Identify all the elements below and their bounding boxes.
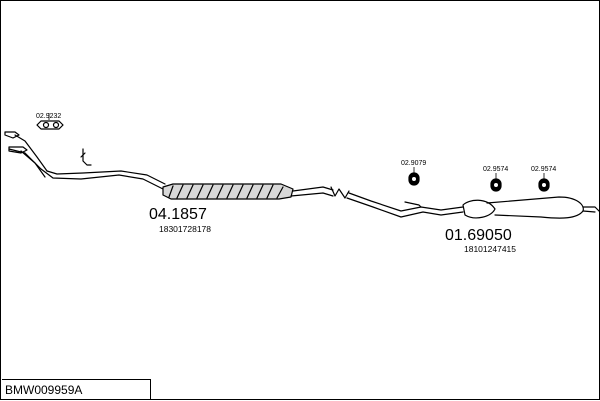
label-hanger-c: 02.9574 — [531, 166, 556, 173]
center-silencer — [162, 183, 294, 200]
label-center-section: 04.1857 — [149, 206, 207, 223]
hanger-icon-a — [408, 172, 420, 186]
label-rear-silencer: 01.69050 — [445, 227, 512, 244]
front-bracket — [80, 148, 92, 166]
label-center-section-oem: 18301728178 — [159, 224, 211, 234]
label-hanger-a: 02.9079 — [401, 160, 426, 167]
label-rear-silencer-oem: 18101247415 — [464, 244, 516, 254]
hanger-icon-b — [490, 178, 502, 192]
hanger-icon-c — [538, 178, 550, 192]
rear-silencer — [462, 196, 600, 219]
label-hanger-b: 02.9574 — [483, 166, 508, 173]
front-pipe — [4, 131, 166, 190]
model-code-box: BMW009959A — [2, 379, 151, 399]
clamp-icon-front — [36, 120, 64, 130]
label-front-pipe-clamp: 02.9232 — [36, 113, 61, 120]
middle-pipe — [290, 186, 464, 218]
